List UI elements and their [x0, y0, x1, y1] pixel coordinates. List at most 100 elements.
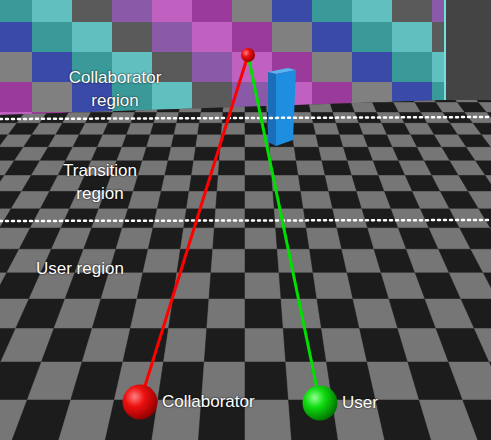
floor-tile — [457, 76, 484, 84]
floor-tile — [301, 191, 333, 208]
floor-tile — [368, 93, 393, 102]
floor-tile — [154, 54, 174, 61]
floor-tile — [210, 47, 228, 54]
floor-tile — [118, 54, 139, 61]
box-front — [276, 70, 296, 146]
floor-tile — [135, 102, 160, 112]
floor-tile — [3, 102, 33, 112]
region-divider — [0, 220, 491, 221]
avatar-label: Collaborator — [162, 384, 255, 420]
floor-tile — [351, 54, 372, 61]
floor-tile — [175, 47, 194, 54]
wall-tile — [152, 22, 192, 52]
floor-tile — [463, 61, 488, 68]
floor-tile — [19, 84, 46, 93]
floor-tile — [58, 61, 82, 68]
floor-tile — [114, 61, 136, 68]
floor-tile — [209, 272, 245, 298]
floor-tile — [133, 61, 154, 68]
floor-tile — [456, 54, 480, 61]
wall-tile — [432, 0, 472, 22]
floor-tile — [451, 47, 474, 54]
floor-tile — [170, 61, 190, 68]
floor-tile — [364, 84, 388, 93]
user-sphere — [303, 386, 338, 421]
floor-tile — [205, 76, 226, 84]
user-ray — [248, 55, 320, 403]
floor-tile — [138, 160, 168, 175]
floor-tile — [96, 61, 118, 68]
wall-tile — [232, 0, 272, 22]
wall-tile — [432, 22, 472, 52]
floor-tile — [321, 328, 367, 361]
floor-tile — [196, 134, 222, 147]
floor-tile — [468, 191, 491, 208]
floor-tile — [483, 84, 491, 93]
floor-tile — [245, 68, 264, 76]
floor-tile — [485, 175, 491, 191]
floor-tile — [324, 84, 347, 93]
floor-tile — [307, 93, 330, 102]
floor-tile — [479, 208, 491, 227]
floor-tile — [116, 228, 153, 249]
floor-tile — [216, 191, 245, 208]
floor-tile — [263, 61, 282, 68]
floor-tile — [163, 84, 186, 93]
floor-tile — [404, 54, 427, 61]
floor-tile — [100, 54, 122, 61]
floor-tile — [82, 54, 104, 61]
floor-tile — [382, 47, 404, 54]
floor-tile — [408, 61, 432, 68]
floor-tile — [164, 328, 207, 361]
floor-tile — [47, 102, 75, 112]
wall-tile — [272, 0, 312, 22]
floor-tile — [40, 61, 64, 68]
collaborator-sphere — [123, 385, 158, 420]
floor-tile — [133, 175, 165, 191]
floor-tile — [432, 68, 457, 76]
floor-tile — [322, 76, 344, 84]
avatar-node: Collaborator — [122, 384, 259, 420]
floor-tile — [245, 228, 277, 249]
floor-tile — [152, 61, 173, 68]
floor-tile — [319, 147, 348, 161]
wall-tile — [192, 22, 232, 52]
floor-tile — [28, 54, 52, 61]
floor-tile — [365, 47, 386, 54]
floor-tile — [399, 47, 421, 54]
floor-tile — [336, 123, 363, 135]
floor-tile — [426, 61, 450, 68]
floor-tile — [464, 84, 491, 93]
floor-tile — [64, 54, 87, 61]
floor-tile — [481, 134, 491, 147]
sphere-icon — [122, 384, 158, 420]
floor-tile — [348, 47, 369, 54]
floor-tile — [174, 123, 199, 135]
floor-tile — [187, 68, 207, 76]
floor-tile — [314, 47, 334, 54]
floor-tile — [320, 68, 342, 76]
floor-tile — [475, 160, 491, 175]
floor-tile — [372, 61, 394, 68]
floor-tile — [327, 93, 351, 102]
wall-tile — [0, 82, 32, 112]
floor-tile — [173, 54, 193, 61]
floor-tile — [148, 228, 183, 249]
floor-tile — [344, 84, 368, 93]
collaborator-ray — [140, 55, 248, 402]
floor-tile — [0, 54, 16, 61]
floor-tile — [245, 175, 273, 191]
floor-tile — [181, 93, 204, 102]
floor-tile — [361, 76, 385, 84]
floor-tile — [189, 175, 218, 191]
sphere-icon — [302, 385, 338, 421]
region-label: Transition region — [40, 159, 160, 205]
floor-tile — [316, 134, 343, 147]
floor-tile — [103, 123, 131, 135]
floor-tile — [336, 61, 357, 68]
floor-tile — [338, 68, 360, 76]
wall-tile — [72, 22, 112, 52]
floor-tile — [160, 93, 183, 102]
floor-tile — [213, 228, 245, 249]
floor-tile — [430, 93, 458, 102]
